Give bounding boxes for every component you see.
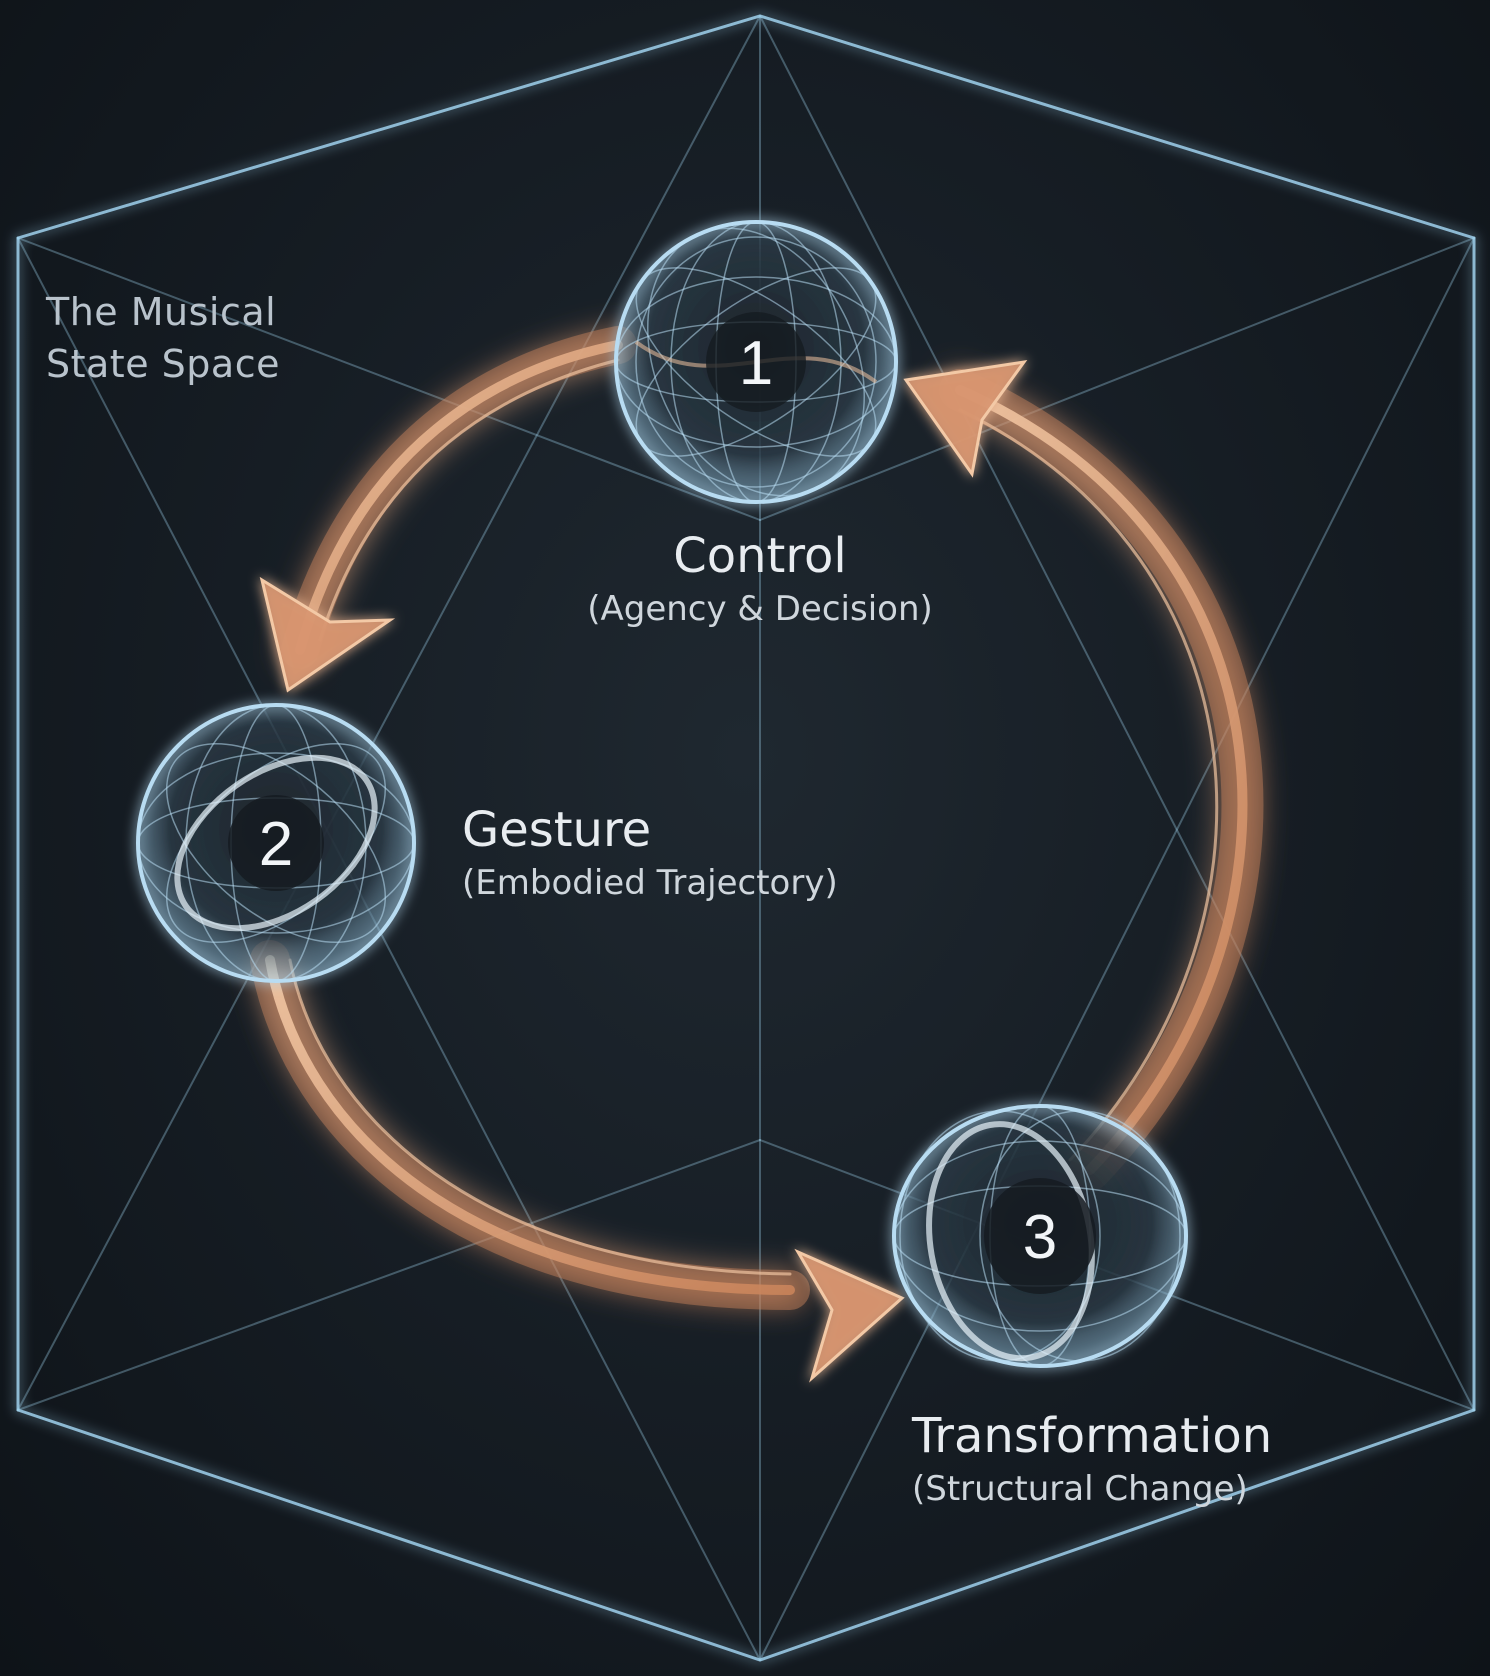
state-space-title-line-1: The Musical — [46, 290, 277, 334]
stage-name-gesture: Gesture — [462, 802, 652, 858]
arrow-gesture-to-transformation — [250, 940, 810, 1310]
node-gesture: 2 — [136, 703, 416, 983]
arrowhead-gesture — [259, 576, 396, 693]
stage-description-gesture: (Embodied Trajectory) — [462, 863, 838, 903]
arrowhead-control — [903, 359, 1028, 478]
label-control: Control (Agency & Decision) — [540, 526, 980, 632]
wireframe-sphere-icon — [136, 703, 416, 983]
label-transformation: Transformation (Structural Change) — [912, 1406, 1472, 1512]
node-transformation: 3 — [892, 1104, 1188, 1368]
arrowhead-transformation — [794, 1248, 905, 1383]
label-gesture: Gesture (Embodied Trajectory) — [462, 800, 982, 906]
state-space-title-line-2: State Space — [46, 342, 280, 386]
cycle-arrows — [250, 326, 1264, 1383]
state-space-cube — [16, 14, 1476, 1662]
wireframe-sphere-icon — [892, 1104, 1188, 1368]
wireframe-sphere-icon — [614, 220, 898, 504]
node-control: 1 — [614, 220, 898, 504]
stage-description-transformation: (Structural Change) — [912, 1469, 1248, 1509]
node-number-2: 2 — [259, 810, 293, 879]
arrow-control-to-gesture — [281, 326, 637, 669]
stage-name-control: Control — [673, 528, 847, 584]
stage-name-transformation: Transformation — [912, 1408, 1273, 1464]
state-space-title: The Musical State Space — [46, 286, 280, 390]
arrow-transformation-to-control — [939, 369, 1264, 1191]
stage-description-control: (Agency & Decision) — [587, 589, 933, 629]
node-number-3: 3 — [1023, 1203, 1057, 1272]
node-number-1: 1 — [739, 329, 773, 398]
